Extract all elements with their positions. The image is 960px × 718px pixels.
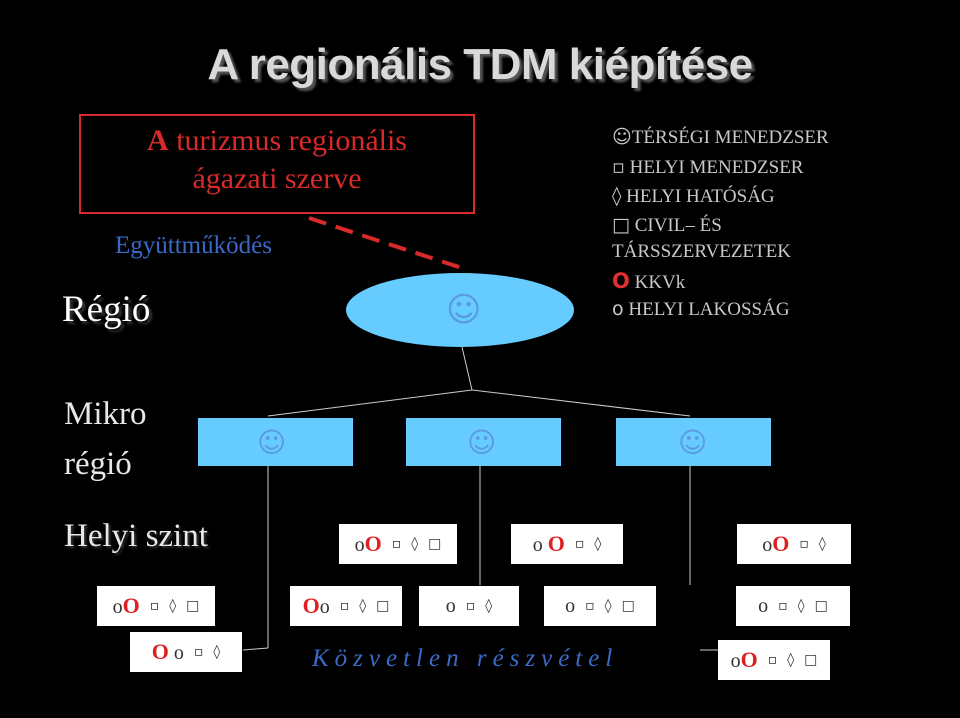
branch-left xyxy=(267,389,473,417)
diamond-icon: ◊ xyxy=(411,536,419,552)
big-o-icon: O xyxy=(612,269,630,293)
link-bottom-left xyxy=(242,647,269,651)
square-icon: □ xyxy=(376,598,390,614)
local-unit-box: o ▫ ◊ xyxy=(419,586,519,626)
legend-item: ◊ HELYI HATÓSÁG xyxy=(612,185,775,208)
small-square-icon: ▫ xyxy=(193,644,204,660)
legend-item: O KKVk xyxy=(612,269,685,294)
cooperation-label: Együttműködés xyxy=(115,232,272,259)
micro-region-label-line2: régió xyxy=(64,446,132,482)
square-icon: □ xyxy=(814,598,828,614)
smiley-icon: ☺ xyxy=(467,426,497,459)
legend-text: HELYI LAKOSSÁG xyxy=(623,299,790,320)
stakeholder-letters: o xyxy=(565,594,576,617)
legend-item: ▫ HELYI MENEDZSER xyxy=(612,156,803,179)
stakeholder-letters: o xyxy=(445,594,456,617)
diamond-icon: ◊ xyxy=(359,598,367,614)
motto-text: Közvetlen részvétel xyxy=(312,645,619,672)
legend-text: KKVk xyxy=(629,272,686,293)
dashed-link xyxy=(308,216,463,270)
small-square-icon: ▫ xyxy=(391,536,402,552)
local-unit-box: o ▫ ◊ □ xyxy=(736,586,850,626)
slide-title: A regionális TDM kiépítése xyxy=(207,40,753,89)
local-unit-box: Oo ▫ ◊ □ xyxy=(290,586,402,626)
square-icon: □ xyxy=(621,598,635,614)
small-square-icon: ▫ xyxy=(778,598,788,614)
organization-line-1-lead: A xyxy=(147,124,169,157)
organization-box: A turizmus regionális ágazati szerve xyxy=(79,114,475,214)
stakeholder-letters: oO xyxy=(354,531,382,556)
micro-region-box xyxy=(406,418,561,466)
branch-right xyxy=(471,389,691,417)
region-level-label: Régió xyxy=(62,289,151,330)
stakeholder-letters: Oo xyxy=(302,593,330,618)
diamond-icon: ◊ xyxy=(213,644,221,660)
legend-text: HELYI HATÓSÁG xyxy=(621,186,775,207)
stakeholder-letters: o xyxy=(758,594,769,617)
small-square-icon: ▫ xyxy=(574,536,585,552)
diamond-icon: ◊ xyxy=(604,598,612,614)
small-square-icon: ▫ xyxy=(585,598,595,614)
diamond-icon: ◊ xyxy=(169,598,177,614)
legend-text: HELYI MENEDZSER xyxy=(624,157,804,178)
organization-line-2: ágazati szerve xyxy=(192,162,362,195)
local-unit-box: O o ▫ ◊ xyxy=(130,632,242,672)
legend-text: TÁRSSZERVEZETEK xyxy=(612,241,791,262)
organization-line-1-rest: turizmus regionális xyxy=(168,124,407,157)
diamond-icon: ◊ xyxy=(787,652,795,668)
diamond-icon: ◊ xyxy=(612,185,622,207)
smiley-icon: ☺ xyxy=(678,426,708,459)
local-unit-box: oO ▫ ◊ □ xyxy=(718,640,830,680)
legend-text: CIVIL– ÉS xyxy=(629,215,722,236)
legend-text: TÉRSÉGI MENEDZSER xyxy=(631,127,829,148)
legend-item: TÁRSSZERVEZETEK xyxy=(612,241,791,263)
diamond-icon: ◊ xyxy=(818,536,826,552)
diamond-icon: ◊ xyxy=(594,536,602,552)
legend-item: ☺TÉRSÉGI MENEDZSER xyxy=(612,126,829,149)
local-unit-box: o O ▫ ◊ xyxy=(511,524,623,564)
local-unit-box: oO ▫ ◊ □ xyxy=(339,524,457,564)
stakeholder-letters: O o xyxy=(151,639,184,664)
local-level-label: Helyi szint xyxy=(64,518,208,554)
regional-manager-node xyxy=(346,273,574,347)
small-square-icon: ▫ xyxy=(799,536,809,552)
small-square-icon: ▫ xyxy=(149,598,160,614)
square-icon: □ xyxy=(428,536,442,552)
stem-line xyxy=(461,346,473,391)
organization-line-1: A turizmus regionális xyxy=(81,124,473,158)
diamond-icon: ◊ xyxy=(485,598,493,614)
smiley-icon: ☺ xyxy=(257,426,287,459)
micro-region-label-line1: Mikro xyxy=(64,396,147,432)
local-unit-box: oO ▫ ◊ □ xyxy=(97,586,215,626)
square-icon: □ xyxy=(612,214,630,236)
smiley-icon: ☺ xyxy=(612,126,632,148)
small-square-icon: ▫ xyxy=(612,156,625,178)
micro-region-box xyxy=(198,418,353,466)
micro-region-box xyxy=(616,418,771,466)
diamond-icon: ◊ xyxy=(797,598,805,614)
local-unit-box: oO ▫ ◊ xyxy=(737,524,851,564)
square-icon: □ xyxy=(804,652,818,668)
legend-item: o HELYI LAKOSSÁG xyxy=(612,298,790,321)
small-square-icon: ▫ xyxy=(339,598,350,614)
legend-item: □ CIVIL– ÉS xyxy=(612,214,722,237)
square-icon: □ xyxy=(186,598,200,614)
small-square-icon: ▫ xyxy=(465,598,476,614)
local-unit-box: o ▫ ◊ □ xyxy=(544,586,656,626)
stakeholder-letters: oO xyxy=(730,647,758,672)
smiley-icon: ☺ xyxy=(446,290,482,330)
stakeholder-letters: oO xyxy=(762,531,790,556)
small-o-icon: o xyxy=(612,298,624,320)
stakeholder-letters: oO xyxy=(112,593,140,618)
stakeholder-letters: o O xyxy=(532,531,565,556)
small-square-icon: ▫ xyxy=(767,652,778,668)
